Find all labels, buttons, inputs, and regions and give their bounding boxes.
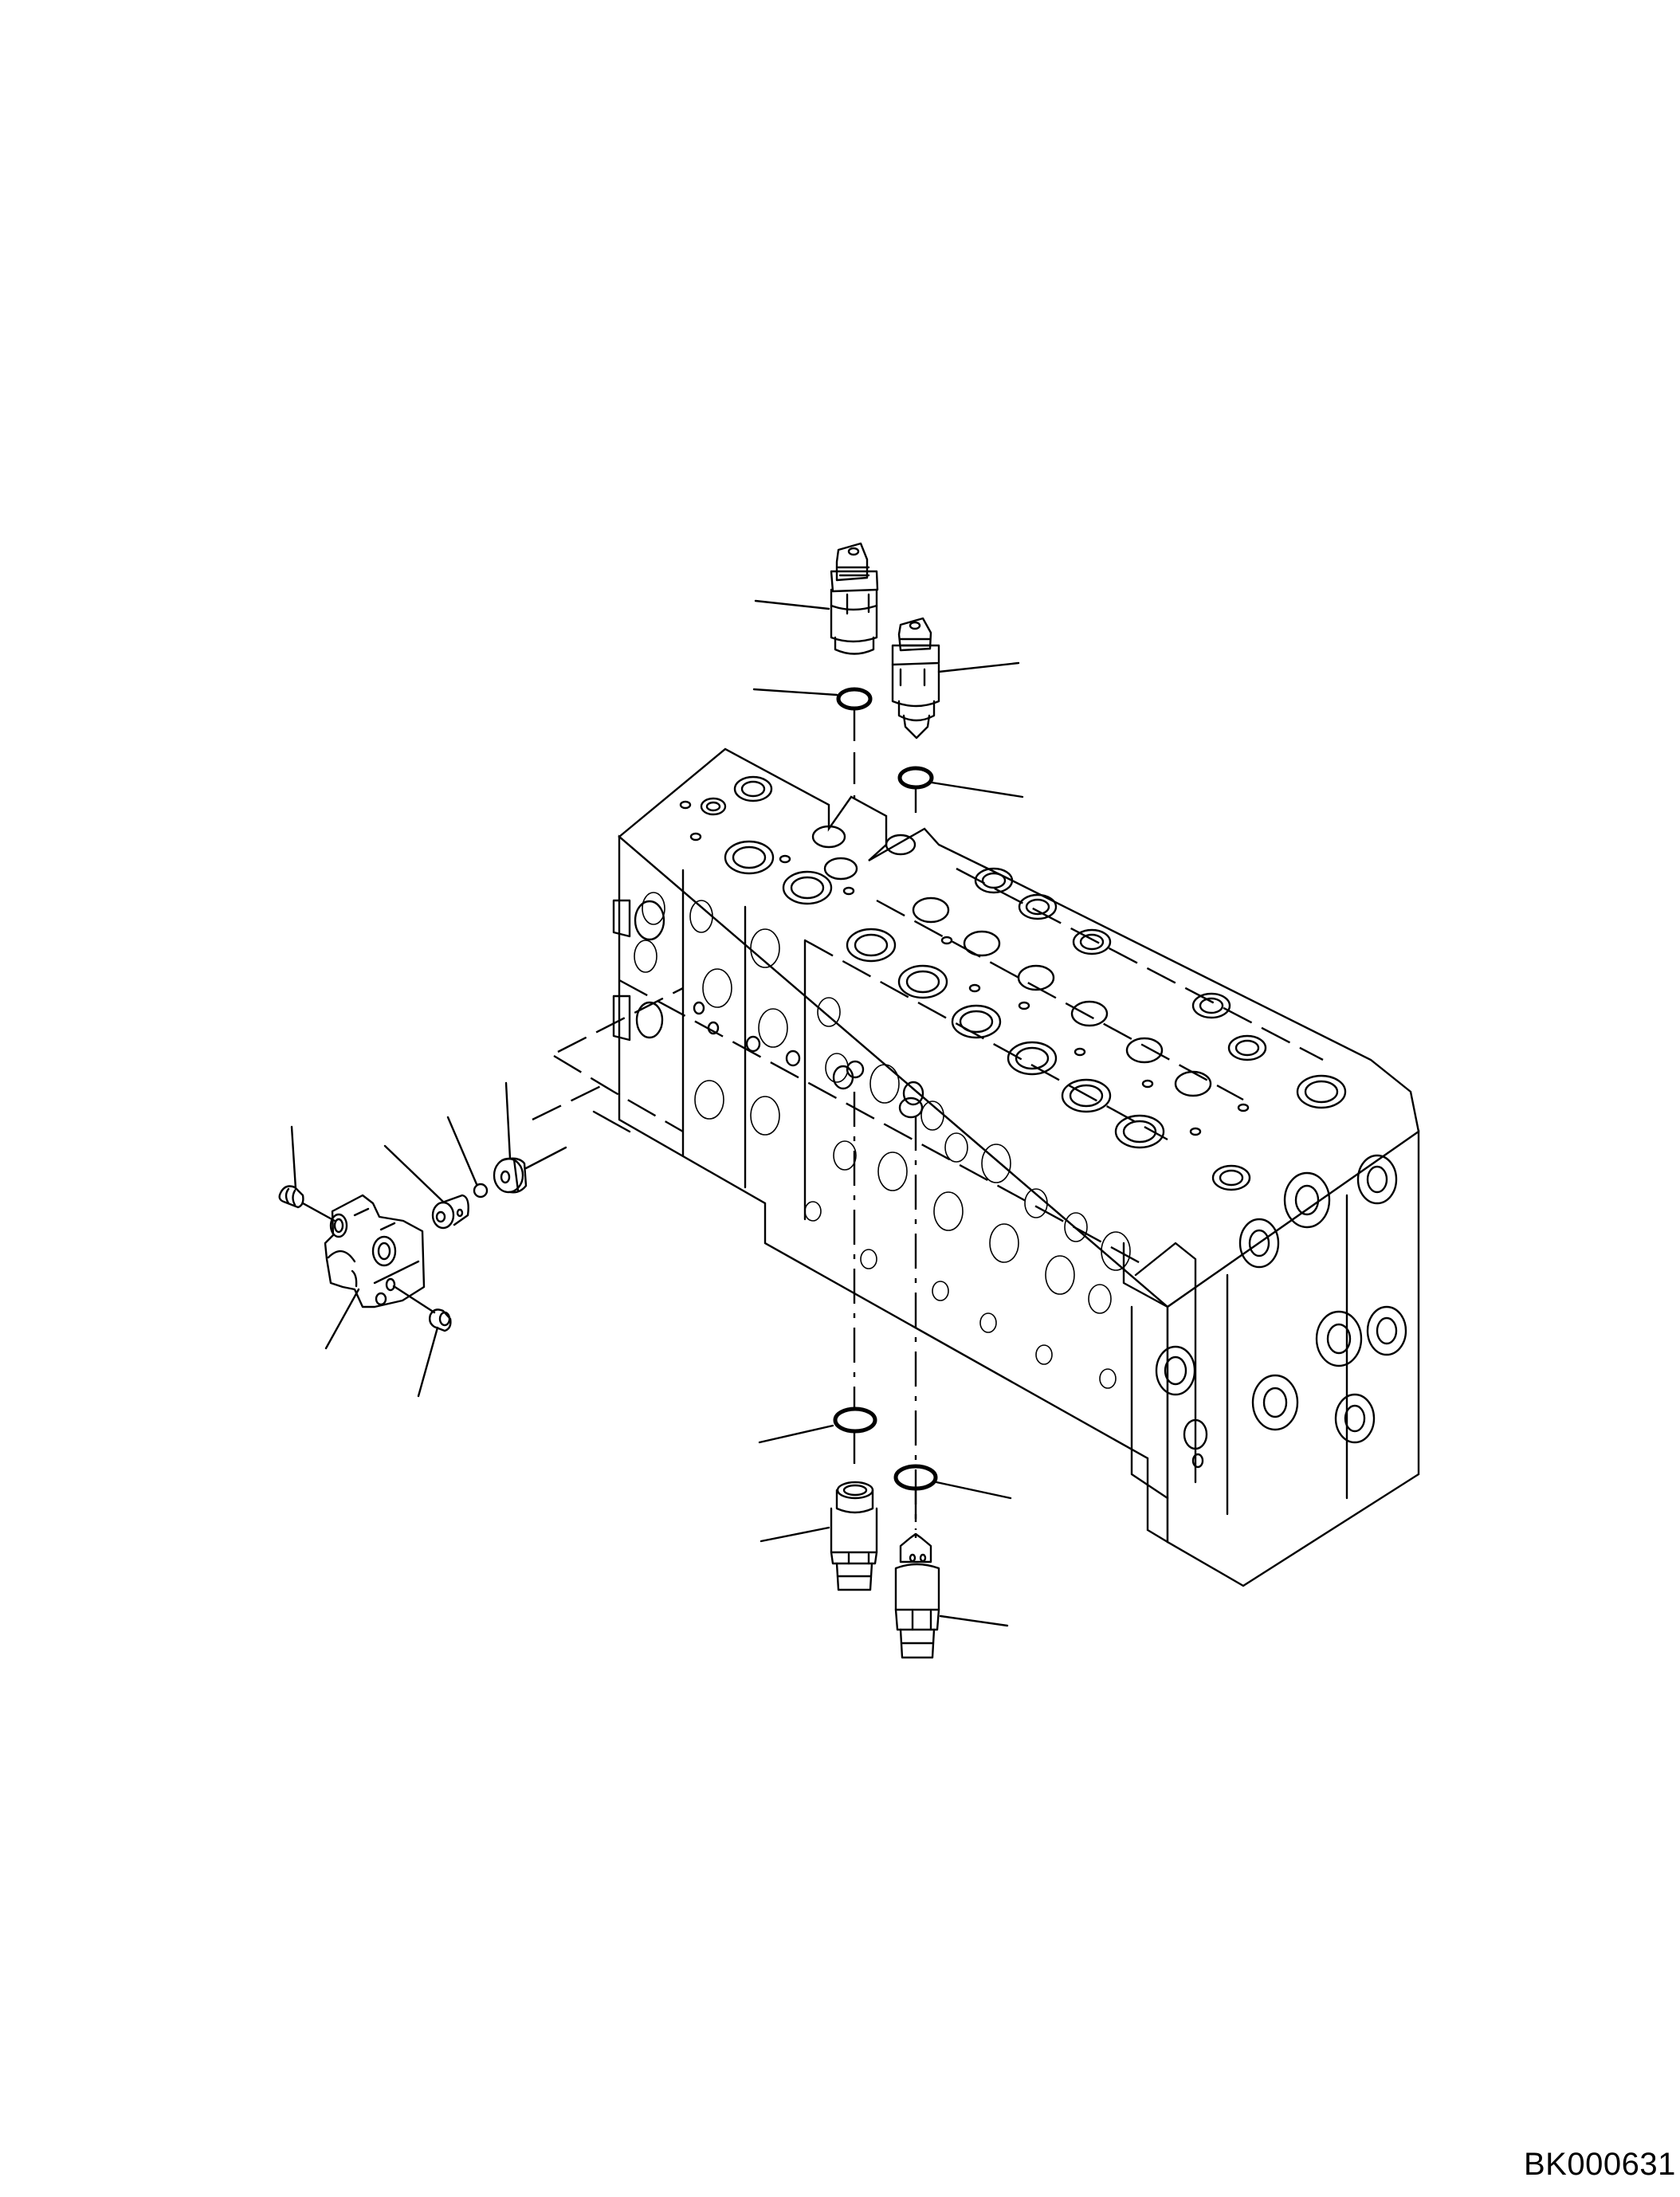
leader-line <box>504 1081 512 1160</box>
o-ring-bottom-left <box>833 1406 877 1434</box>
seat <box>493 1157 528 1194</box>
centerline <box>532 1082 606 1121</box>
leader-line <box>301 1202 336 1222</box>
cover <box>324 1194 426 1308</box>
leader-line <box>417 1326 439 1398</box>
spool-sleeve <box>431 1194 469 1230</box>
relief-valve-top-right <box>891 617 940 740</box>
leader-line <box>446 1116 478 1186</box>
leader-line <box>939 1614 1009 1627</box>
figure-id-label: BK000631 <box>1524 2147 1676 2182</box>
o-ring-top-right <box>897 766 934 790</box>
leader-line <box>524 1146 567 1170</box>
leader-line <box>754 599 830 610</box>
plug-upper <box>278 1185 304 1209</box>
leader-line <box>383 1144 445 1203</box>
leader-line <box>324 1288 360 1350</box>
relief-valve-bottom-left <box>830 1481 878 1591</box>
leader-line <box>937 661 1020 673</box>
leader-line <box>758 1424 834 1444</box>
leader-line <box>392 1285 436 1314</box>
leader-line <box>290 1125 297 1191</box>
relief-valve-top-left <box>830 542 879 655</box>
leader-line <box>935 1481 1012 1500</box>
leader-line <box>930 781 1024 798</box>
o-ring-top-left <box>836 687 873 711</box>
control-valve-body <box>553 747 1420 1587</box>
relief-valve-bottom-right <box>894 1532 940 1659</box>
leader-line <box>760 1526 830 1543</box>
ball <box>473 1183 489 1199</box>
leader-line <box>752 688 838 696</box>
plug-lower <box>428 1308 452 1332</box>
o-ring-bottom-right <box>893 1464 938 1491</box>
